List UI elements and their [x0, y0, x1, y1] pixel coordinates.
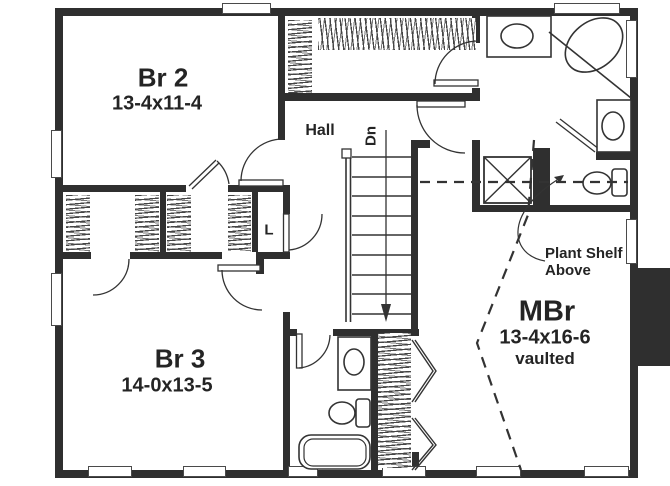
bathtub-inner — [303, 438, 367, 467]
stairs-down-label: Dn — [362, 126, 380, 146]
sink — [343, 348, 365, 376]
chimney-block — [630, 268, 670, 366]
doors — [92, 40, 600, 369]
stair-down-arrow — [381, 304, 391, 322]
hall-bath-fixtures — [298, 336, 372, 470]
mbr-dims: 13-4x16-6 — [499, 326, 591, 349]
staircase — [341, 130, 411, 322]
mbr-vaulted-note: vaulted — [515, 349, 575, 368]
br2-label: Br 2 — [137, 62, 189, 93]
sink — [500, 23, 534, 49]
closet-rod — [378, 333, 411, 468]
bifold-doors — [411, 339, 437, 471]
vanity — [486, 15, 552, 58]
sink — [601, 111, 625, 141]
mechanical-chase — [483, 156, 532, 204]
closet-rod — [228, 195, 251, 252]
bathtub — [298, 434, 371, 470]
leader-arrowhead — [554, 175, 564, 183]
toilet-bowl — [328, 401, 356, 425]
window — [626, 20, 637, 78]
closet-rod — [288, 20, 312, 93]
hall-label: Hall — [305, 122, 335, 139]
br2-dims: 13-4x11-4 — [111, 92, 203, 115]
dashed-lines — [420, 139, 628, 471]
toilet-tank — [355, 398, 371, 428]
mbr-label: MBr — [518, 295, 576, 328]
closet-rod — [135, 195, 159, 252]
window — [626, 219, 637, 264]
newel-post — [341, 148, 352, 159]
window — [88, 466, 132, 477]
window — [584, 466, 629, 477]
br3-label: Br 3 — [154, 343, 206, 374]
window — [183, 466, 226, 477]
corner-tub — [564, 17, 624, 73]
br3-dims: 14-0x13-5 — [121, 374, 213, 397]
linen-closet-label: L — [264, 221, 274, 239]
window — [222, 3, 271, 14]
closet-rod — [66, 195, 90, 252]
window — [554, 3, 620, 14]
vanity — [337, 336, 372, 391]
closet-rod — [167, 195, 191, 252]
window — [51, 273, 62, 326]
master-bath-fixtures — [486, 15, 632, 197]
window — [51, 130, 62, 178]
window — [476, 466, 521, 477]
tub-platform-edge — [548, 31, 632, 99]
plant-shelf-leader — [517, 175, 564, 262]
closet-rod — [318, 18, 476, 50]
plant-shelf-annotation: Plant Shelf Above — [545, 245, 623, 279]
